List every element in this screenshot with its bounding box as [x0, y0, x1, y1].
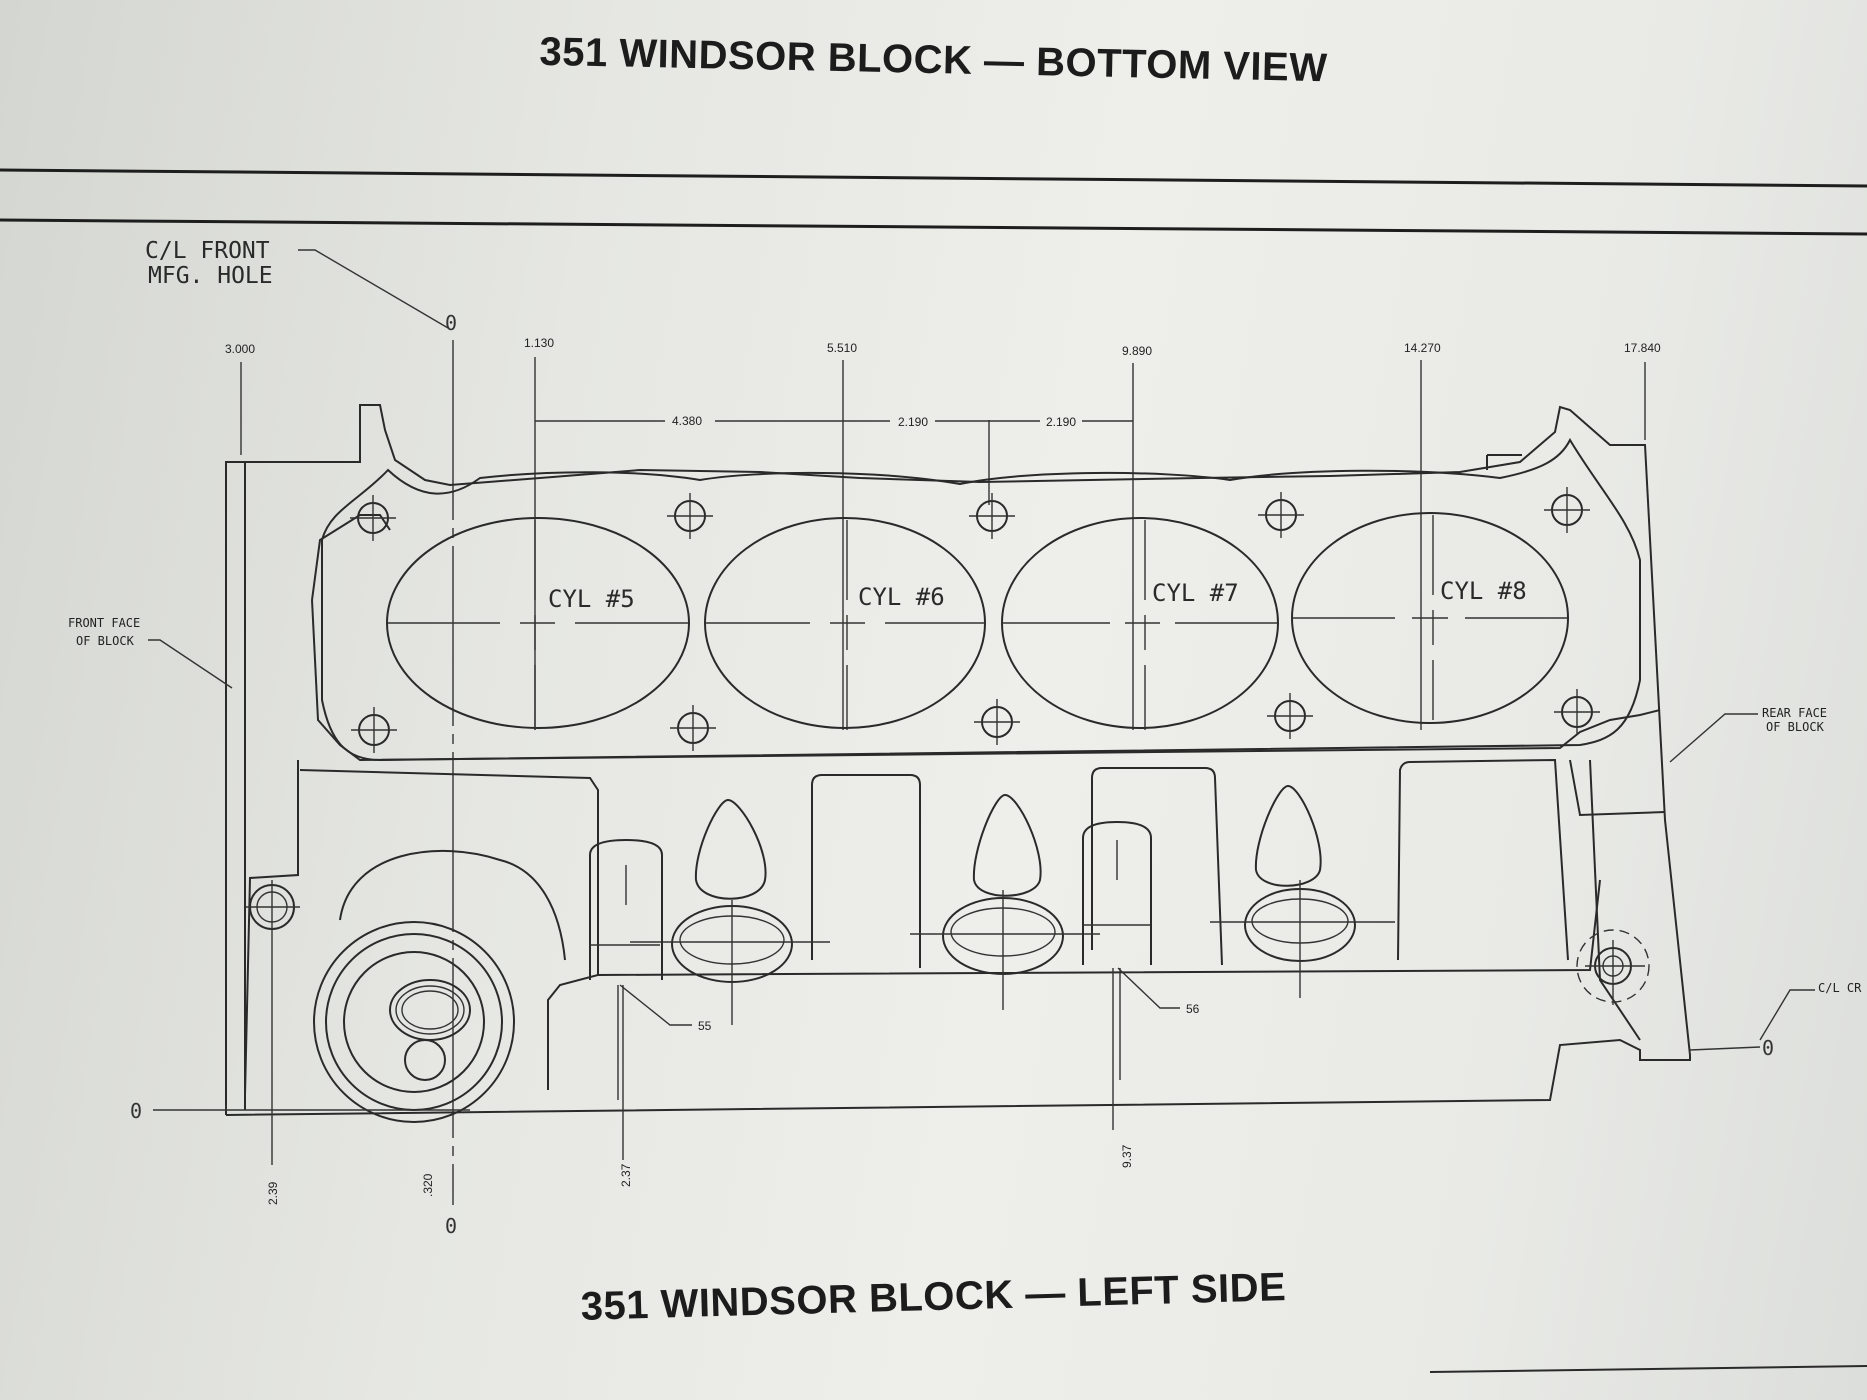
teardrop-3 — [1254, 784, 1322, 887]
callout-56: 56 — [1186, 1002, 1200, 1016]
front-face-label-2: OF BLOCK — [76, 634, 135, 648]
dim-1130: 1.130 — [524, 336, 554, 350]
front-face-label-1: FRONT FACE — [68, 616, 140, 630]
dim-9890: 9.890 — [1122, 344, 1152, 358]
callout-55-leader — [619, 984, 692, 1026]
bolt-hole-6 — [351, 707, 397, 753]
rear-face-label-2: OF BLOCK — [1766, 720, 1825, 734]
bolt-hole-10 — [1554, 689, 1600, 735]
cl-front-label-1: C/L FRONT — [145, 238, 270, 264]
oil-boss-mid — [325, 933, 503, 1111]
teardrop-1 — [694, 798, 767, 900]
rear-boss — [1576, 929, 1650, 1005]
bore-cyl5 — [386, 517, 690, 729]
cyl7-label: CYL #7 — [1152, 579, 1239, 607]
callout-56-leader — [1117, 967, 1180, 1009]
head-bolt-holes — [350, 487, 1600, 753]
cl-zero-top: 0 — [445, 311, 457, 335]
dim-5510: 5.510 — [827, 341, 857, 355]
cyl6-label: CYL #6 — [858, 583, 945, 611]
dim-320: .320 — [421, 1173, 435, 1197]
bolt-hole-2 — [667, 493, 713, 539]
bolt-hole-8 — [974, 699, 1020, 745]
bolt-hole-3 — [969, 493, 1015, 539]
bolt-hole-1 — [350, 495, 396, 541]
top-dimensions: 3.000 1.130 5.510 9.890 14.270 17.840 — [225, 336, 1661, 730]
oval-boss-2 — [910, 890, 1100, 1010]
deck-outline — [321, 437, 1641, 762]
dim-4380: 4.380 — [672, 414, 702, 428]
border-line-top — [0, 168, 1867, 188]
timing-cover-arch — [339, 849, 566, 961]
rear-face-leader — [1669, 713, 1758, 763]
oval-boss-1 — [630, 900, 830, 1025]
bolt-hole-4 — [1258, 492, 1304, 538]
bolt-hole-9 — [1267, 693, 1313, 739]
zero-right: 0 — [1762, 1036, 1774, 1060]
zero-line-right — [1689, 1046, 1761, 1051]
dim-3000: 3.000 — [225, 342, 255, 356]
cl-zero-bottom: 0 — [445, 1214, 457, 1238]
cl-crank-leader — [1759, 989, 1815, 1041]
side-features — [245, 758, 1650, 1123]
dowel-56 — [1082, 820, 1152, 965]
block-outline — [225, 404, 1691, 1116]
dim-14270: 14.270 — [1404, 341, 1441, 355]
dim-2190-a: 2.190 — [898, 415, 928, 429]
zero-left: 0 — [130, 1099, 142, 1123]
dim-2190-b: 2.190 — [1046, 415, 1076, 429]
oil-boss-outer — [313, 921, 515, 1123]
dim-237: 2.37 — [619, 1163, 633, 1187]
cl-front-label-2: MFG. HOLE — [148, 263, 273, 289]
bolt-hole-5 — [1544, 487, 1590, 533]
dim-937: 9.37 — [1120, 1144, 1134, 1168]
rear-face-label-1: REAR FACE — [1762, 706, 1827, 720]
cl-front-leader — [298, 249, 449, 329]
dowel-55 — [589, 838, 663, 980]
cl-crank-label: C/L CR — [1818, 981, 1862, 995]
cylinder-bores — [386, 512, 1569, 730]
border-line-bottom — [1429, 1365, 1867, 1373]
border-line-second — [0, 218, 1867, 236]
callout-55: 55 — [698, 1019, 712, 1033]
cyl5-label: CYL #5 — [548, 585, 635, 613]
dim-239: 2.39 — [266, 1181, 280, 1205]
front-face-leader — [148, 639, 233, 689]
bottom-dimensions: 2.39 .320 2.37 9.37 — [266, 1144, 1134, 1205]
front-dowel — [245, 880, 300, 935]
bottom-extension-lines — [225, 935, 1121, 1165]
bolt-hole-7 — [670, 705, 716, 751]
dim-17840: 17.840 — [1624, 341, 1661, 355]
teardrop-2 — [972, 793, 1042, 897]
spacing-dimensions: 4.380 2.190 2.190 — [535, 414, 1133, 429]
oval-boss-3 — [1210, 880, 1395, 998]
cyl8-label: CYL #8 — [1440, 577, 1527, 605]
